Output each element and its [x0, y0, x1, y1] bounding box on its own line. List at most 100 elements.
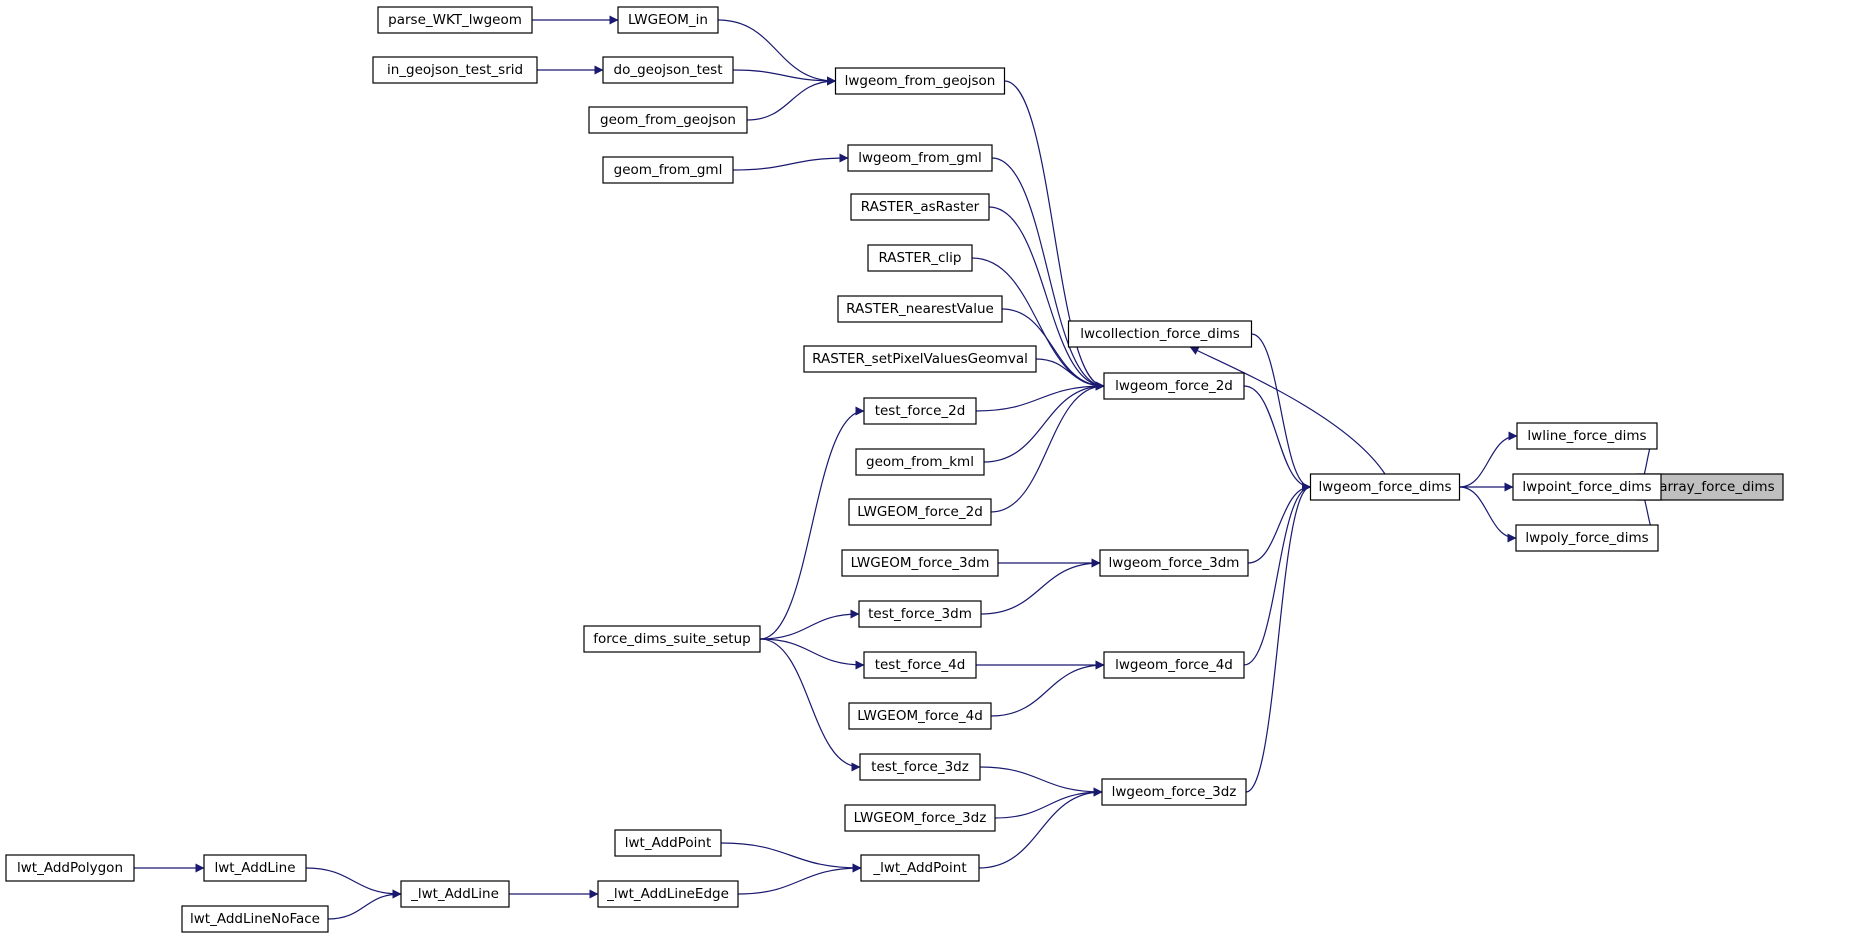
node-box: [1101, 778, 1247, 806]
node-lwcollection-force-dims[interactable]: lwcollection_force_dims: [1067, 320, 1253, 348]
node-label: lwgeom_from_geojson: [845, 73, 996, 89]
node-box: [847, 144, 993, 172]
node-lwpoint-force-dims[interactable]: lwpoint_force_dims: [1512, 473, 1662, 501]
node-lwgeom-from-gml[interactable]: lwgeom_from_gml: [847, 144, 993, 172]
edge-lwgeom-force-dims-to-lwline-force-dims: [1459, 431, 1518, 488]
node-box: [837, 295, 1003, 323]
edge-lwt-add-point-to-lwgeom-force-3dz: [978, 787, 1103, 869]
node-label: lwcollection_force_dims: [1080, 326, 1240, 342]
node-box: [5, 854, 135, 882]
node-label: lwgeom_from_gml: [858, 150, 981, 166]
node-box: [863, 397, 977, 425]
node-label: parse_WKT_lwgeom: [388, 12, 522, 28]
node-box: [602, 156, 734, 184]
node-box: [1067, 320, 1253, 348]
node-test-force-3dm[interactable]: test_force_3dm: [858, 600, 982, 628]
node-label: ptarray_force_dims: [1645, 479, 1774, 495]
node-box: [855, 448, 985, 476]
node-label: lwgeom_force_3dm: [1109, 555, 1240, 571]
node-label: lwgeom_force_4d: [1115, 657, 1233, 673]
node-box: [614, 829, 722, 857]
node-lwgeom-force-4d[interactable]: LWGEOM_force_4d: [848, 702, 992, 730]
node-label: RASTER_asRaster: [861, 199, 980, 215]
node-box: [597, 880, 739, 908]
edge-lwgeom-force-dims-to-lwpoly-force-dims: [1459, 486, 1517, 543]
node-label: lwt_AddPoint: [625, 835, 712, 851]
node-label: geom_from_kml: [866, 454, 974, 470]
edge-lwgeom-force-dims-to-lwcollection-force-dims: [1189, 346, 1386, 475]
node-lwt-add-point[interactable]: _lwt_AddPoint: [860, 854, 980, 882]
edge-lwgeom-force-3dz-to-lwgeom-force-3dz: [994, 787, 1103, 819]
node-label: LWGEOM_force_4d: [857, 708, 983, 724]
node-label: _lwt_AddLine: [410, 886, 499, 902]
node-lwgeom-force-4d[interactable]: lwgeom_force_4d: [1103, 651, 1245, 679]
node-box: [583, 625, 761, 653]
node-box: [860, 854, 980, 882]
node-label: lwpoint_force_dims: [1522, 479, 1651, 495]
node-do-geojson-test[interactable]: do_geojson_test: [602, 56, 734, 84]
node-lwt-add-polygon[interactable]: lwt_AddPolygon: [5, 854, 135, 882]
edge-raster-set-pixel-values-geomval-to-lwgeom-force-2d: [1035, 358, 1105, 391]
node-label: LWGEOM_force_3dz: [854, 810, 987, 826]
node-lwgeom-force-3dm[interactable]: LWGEOM_force_3dm: [841, 549, 999, 577]
node-box: [841, 549, 999, 577]
node-raster-as-raster[interactable]: RASTER_asRaster: [850, 193, 990, 221]
edge-do-geojson-test-to-lwgeom-from-geojson: [732, 69, 836, 86]
node-label: _lwt_AddPoint: [872, 860, 966, 876]
node-geom-from-geojson[interactable]: geom_from_geojson: [588, 106, 748, 134]
node-lwgeom-force-dims[interactable]: lwgeom_force_dims: [1309, 473, 1461, 501]
node-lwt-add-line-no-face[interactable]: lwt_AddLineNoFace: [181, 905, 329, 933]
node-label: geom_from_gml: [614, 162, 723, 178]
edge-lwcollection-force-dims-to-lwgeom-force-dims: [1251, 333, 1311, 492]
node-lwgeom-force-3dz[interactable]: lwgeom_force_3dz: [1101, 778, 1247, 806]
node-box: [377, 6, 533, 34]
edge-test-force-3dm-to-lwgeom-force-3dm: [980, 558, 1101, 615]
node-box: [617, 6, 719, 34]
edge-force-dims-suite-setup-to-test-force-4d: [759, 638, 865, 670]
node-box: [203, 854, 307, 882]
edge-lwt-add-line-to-lwt-add-line: [305, 867, 402, 899]
node-lwgeom-force-2d[interactable]: lwgeom_force_2d: [1103, 372, 1245, 400]
node-test-force-3dz[interactable]: test_force_3dz: [859, 753, 981, 781]
node-lwgeom-force-3dm[interactable]: lwgeom_force_3dm: [1099, 549, 1249, 577]
edge-lwgeom-in-to-lwgeom-from-geojson: [717, 19, 836, 86]
node-box: [372, 56, 538, 84]
node-lwgeom-force-3dz[interactable]: LWGEOM_force_3dz: [844, 804, 996, 832]
node-raster-clip[interactable]: RASTER_clip: [867, 244, 973, 272]
node-test-force-4d[interactable]: test_force_4d: [863, 651, 977, 679]
node-lwt-add-line-edge[interactable]: _lwt_AddLineEdge: [597, 880, 739, 908]
node-lwline-force-dims[interactable]: lwline_force_dims: [1516, 422, 1658, 450]
node-parse-wkt-lwgeom[interactable]: parse_WKT_lwgeom: [377, 6, 533, 34]
node-box: [848, 702, 992, 730]
node-label: in_geojson_test_srid: [387, 62, 523, 78]
node-lwgeom-force-2d[interactable]: LWGEOM_force_2d: [848, 498, 992, 526]
node-box: [1309, 473, 1461, 501]
edge-lwt-add-point-to-lwt-add-point: [720, 842, 862, 873]
node-box: [1512, 473, 1662, 501]
node-lwpoly-force-dims[interactable]: lwpoly_force_dims: [1515, 524, 1659, 552]
node-lwgeom-from-geojson[interactable]: lwgeom_from_geojson: [834, 67, 1006, 95]
node-layer: ptarray_force_dims lwline_force_dimslwpoi…: [5, 6, 1784, 933]
node-lwt-add-point[interactable]: lwt_AddPoint: [614, 829, 722, 857]
edge-lwgeom-force-4d-to-lwgeom-force-4d: [990, 660, 1105, 717]
node-geom-from-kml[interactable]: geom_from_kml: [855, 448, 985, 476]
node-box: [400, 880, 510, 908]
node-geom-from-gml[interactable]: geom_from_gml: [602, 156, 734, 184]
edge-lwgeom-from-gml-to-lwgeom-force-2d: [991, 157, 1105, 391]
node-box: [848, 498, 992, 526]
node-in-geojson-test-srid[interactable]: in_geojson_test_srid: [372, 56, 538, 84]
edge-lwgeom-force-2d-to-lwgeom-force-2d: [990, 381, 1105, 513]
node-box: [803, 345, 1037, 373]
node-lwt-add-line[interactable]: _lwt_AddLine: [400, 880, 510, 908]
node-box: [1099, 549, 1249, 577]
node-force-dims-suite-setup[interactable]: force_dims_suite_setup: [583, 625, 761, 653]
node-label: test_force_2d: [875, 403, 966, 419]
node-lwgeom-in[interactable]: LWGEOM_in: [617, 6, 719, 34]
edge-geom-from-gml-to-lwgeom-from-gml: [732, 153, 849, 171]
node-lwt-add-line[interactable]: lwt_AddLine: [203, 854, 307, 882]
node-test-force-2d[interactable]: test_force_2d: [863, 397, 977, 425]
node-raster-nearest-value[interactable]: RASTER_nearestValue: [837, 295, 1003, 323]
edge-raster-as-raster-to-lwgeom-force-2d: [988, 206, 1105, 391]
node-raster-set-pixel-values-geomval[interactable]: RASTER_setPixelValuesGeomval: [803, 345, 1037, 373]
edge-layer: [134, 15, 1662, 920]
